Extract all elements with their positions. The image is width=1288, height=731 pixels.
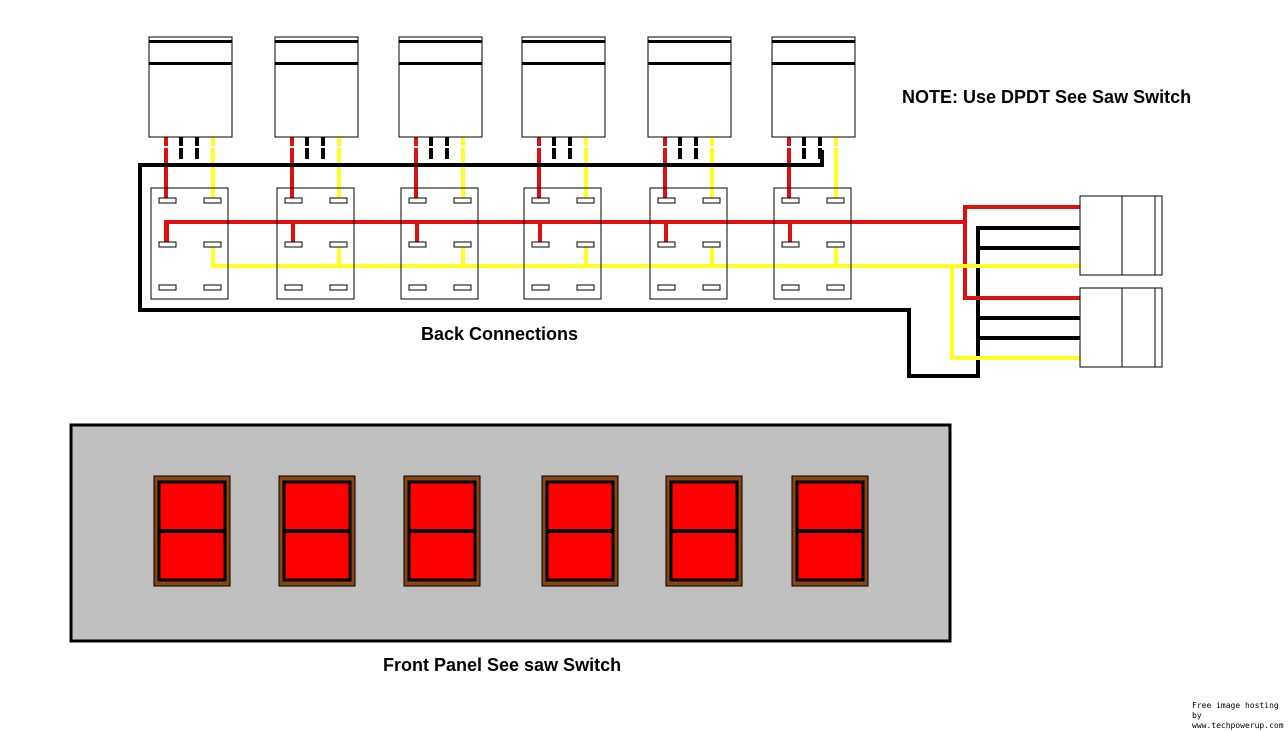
front-panel-label: Front Panel See saw Switch xyxy=(383,655,622,675)
device-body xyxy=(647,36,732,138)
switch-terminal-2-2 xyxy=(576,241,595,248)
watermark-line-2: www.techpowerup.com xyxy=(1192,721,1284,730)
switch-outline xyxy=(150,187,229,300)
switch-terminal-1-2 xyxy=(576,197,595,204)
switch-terminal-3-2 xyxy=(576,284,595,291)
front-switch-4 xyxy=(541,475,619,587)
switch-terminal-2-2 xyxy=(453,241,472,248)
device-stripe-top xyxy=(275,40,358,43)
device-block-5 xyxy=(647,36,732,138)
switch-terminal-3-2 xyxy=(203,284,222,291)
device-body xyxy=(521,36,606,138)
switch-terminal-2-1 xyxy=(657,241,676,248)
switch-terminal-1-1 xyxy=(657,197,676,204)
black-ground-bus-top xyxy=(166,150,824,167)
yellow-feed-connector-2 xyxy=(950,266,1080,360)
switch-terminal-3-1 xyxy=(657,284,676,291)
device-stripe-bottom xyxy=(149,62,232,65)
switch-terminal-1-1 xyxy=(284,197,303,204)
device-body xyxy=(398,36,483,138)
device-body xyxy=(771,36,856,138)
switch-terminal-3-2 xyxy=(826,284,845,291)
switch-terminal-1-1 xyxy=(781,197,800,204)
switch-terminal-1-2 xyxy=(453,197,472,204)
switch-terminal-1-2 xyxy=(203,197,222,204)
switch-terminal-1-1 xyxy=(531,197,550,204)
switch-back-5 xyxy=(649,187,728,300)
switch-outline xyxy=(523,187,602,300)
switch-terminal-1-1 xyxy=(408,197,427,204)
switch-terminal-1-2 xyxy=(702,197,721,204)
switch-terminal-2-1 xyxy=(158,241,177,248)
device-stripe-bottom xyxy=(648,62,731,65)
watermark: Free image hosting by www.techpowerup.co… xyxy=(1192,701,1288,731)
front-switch-5 xyxy=(665,475,743,587)
switch-terminal-3-2 xyxy=(702,284,721,291)
device-block-3 xyxy=(398,36,483,138)
connector-2 xyxy=(1079,287,1163,368)
device-stripe-bottom xyxy=(275,62,358,65)
switch-terminal-1-2 xyxy=(329,197,348,204)
device-stripe-top xyxy=(772,40,855,43)
device-body xyxy=(148,36,233,138)
device-stripe-top xyxy=(399,40,482,43)
switch-terminal-3-1 xyxy=(158,284,177,291)
device-stripe-bottom xyxy=(522,62,605,65)
switch-outline xyxy=(276,187,355,300)
black-ground-loop xyxy=(138,163,1080,378)
switch-terminal-2-2 xyxy=(826,241,845,248)
red-bus xyxy=(164,220,965,244)
switch-terminal-2-1 xyxy=(408,241,427,248)
front-switch-6 xyxy=(791,475,869,587)
connector-1 xyxy=(1079,195,1163,276)
switch-outline xyxy=(649,187,728,300)
device-stripe-bottom xyxy=(399,62,482,65)
switch-terminal-2-2 xyxy=(329,241,348,248)
switch-terminal-2-1 xyxy=(531,241,550,248)
switch-terminal-3-1 xyxy=(408,284,427,291)
switch-terminal-3-2 xyxy=(329,284,348,291)
switch-terminal-1-1 xyxy=(158,197,177,204)
connector-body xyxy=(1079,287,1163,368)
device-body xyxy=(274,36,359,138)
device-block-6 xyxy=(771,36,856,138)
device-stripe-top xyxy=(149,40,232,43)
switch-terminal-1-2 xyxy=(826,197,845,204)
switch-back-1 xyxy=(150,187,229,300)
switch-back-2 xyxy=(276,187,355,300)
switch-outline xyxy=(773,187,852,300)
switch-back-6 xyxy=(773,187,852,300)
watermark-line-1: Free image hosting by xyxy=(1192,701,1279,720)
device-block-2 xyxy=(274,36,359,138)
connector-body xyxy=(1079,195,1163,276)
switch-terminal-2-1 xyxy=(284,241,303,248)
switch-terminal-2-1 xyxy=(781,241,800,248)
device-stripe-top xyxy=(522,40,605,43)
front-switch-1 xyxy=(153,475,231,587)
front-switch-2 xyxy=(278,475,356,587)
back-connections-label: Back Connections xyxy=(421,324,579,344)
red-feed-connectors xyxy=(963,205,1080,300)
device-block-1 xyxy=(148,36,233,138)
front-switch-3 xyxy=(403,475,481,587)
switch-terminal-3-2 xyxy=(453,284,472,291)
switch-terminal-3-1 xyxy=(781,284,800,291)
switch-outline xyxy=(400,187,479,300)
switch-terminal-2-2 xyxy=(203,241,222,248)
switch-back-4 xyxy=(523,187,602,300)
switch-back-3 xyxy=(400,187,479,300)
switch-terminal-3-1 xyxy=(531,284,550,291)
device-stripe-bottom xyxy=(772,62,855,65)
device-block-4 xyxy=(521,36,606,138)
switch-terminal-3-1 xyxy=(284,284,303,291)
note-text: NOTE: Use DPDT See Saw Switch xyxy=(902,87,1192,107)
switch-terminal-2-2 xyxy=(702,241,721,248)
device-stripe-top xyxy=(648,40,731,43)
